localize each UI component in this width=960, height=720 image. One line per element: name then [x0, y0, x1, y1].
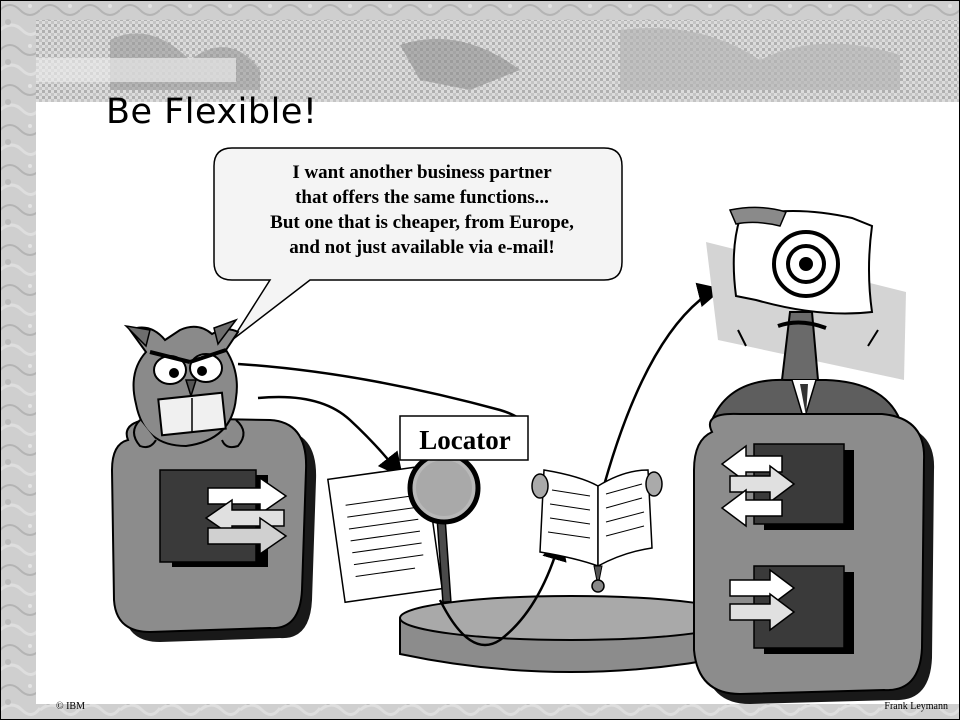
speech-bubble-text: I want another business partner that off… [226, 160, 618, 260]
slide-title: Be Flexible! [106, 92, 317, 132]
speech-line: and not just available via e-mail! [226, 235, 618, 260]
footer-author: Frank Leymann [884, 701, 948, 712]
locator-label: Locator [404, 420, 526, 460]
registry-database-icon [400, 596, 742, 672]
footer-copyright: © IBM [56, 701, 85, 712]
speech-line: But one that is cheaper, from Europe, [226, 210, 618, 235]
owl-icon [126, 320, 244, 447]
speech-line: I want another business partner [226, 160, 618, 185]
speech-line: that offers the same functions... [226, 185, 618, 210]
